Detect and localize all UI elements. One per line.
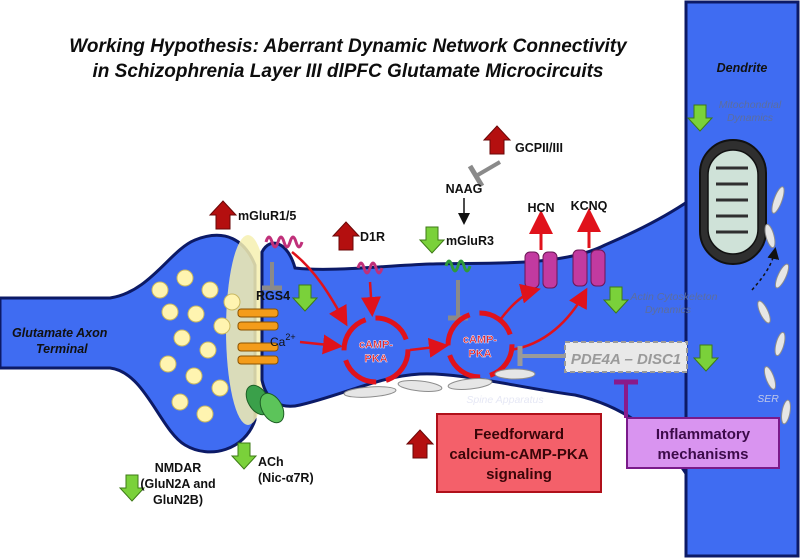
- kcnq-channel-icon: [572, 249, 606, 287]
- inflammatory-inhibition-bar-icon: [614, 379, 638, 418]
- actin-label-1: Actin Cytoskeleton: [630, 291, 718, 303]
- naag-label: NAAG: [446, 182, 483, 196]
- pde4a-disc1-label: PDE4A – DISC1: [571, 351, 681, 368]
- nmdar-label-3: GluN2B): [153, 493, 203, 507]
- ca2-superscript: 2+: [285, 332, 295, 342]
- feedforward-label-2: calcium-cAMP-PKA: [449, 446, 588, 463]
- mglur15-up-arrow-icon: [209, 200, 237, 230]
- camp-pka-cycle-1: cAMP- PKA: [341, 315, 411, 385]
- feedforward-label-1: Feedforward: [474, 426, 564, 443]
- nmdar-label-1: NMDAR: [155, 461, 202, 475]
- feedforward-box: [436, 413, 602, 493]
- hcn-label: HCN: [527, 201, 554, 215]
- gcpii-label: GCPII/III: [515, 141, 563, 155]
- rgs4-label: RGS4: [256, 289, 290, 303]
- kcnq-label: KCNQ: [571, 199, 608, 213]
- camp-pka-1-line2: PKA: [364, 353, 387, 365]
- spine-apparatus-icon: [343, 368, 536, 398]
- mglur3-down-arrow-icon: [419, 226, 445, 254]
- mitochondrion-icon: [699, 139, 767, 265]
- feedforward-up-arrow-icon: [406, 429, 434, 459]
- nmdar-receptor-icon: [237, 308, 279, 365]
- ach-label-1: ACh: [258, 455, 284, 469]
- mglur15-label: mGluR1/5: [238, 209, 296, 223]
- ser-fragments-icon: [757, 186, 791, 425]
- dendrite-junction: [688, 200, 694, 480]
- camp-pka-2-line1: cAMP-: [463, 334, 498, 346]
- actin-label-2: Dynamics: [645, 304, 692, 316]
- ser-label: SER: [757, 393, 779, 405]
- actin-to-mito-arrow: [751, 247, 780, 291]
- d1r-up-arrow-icon: [332, 221, 360, 251]
- camp-pka-2-line2: PKA: [468, 348, 491, 360]
- ca2-label: Ca2+: [270, 332, 296, 349]
- nmdar-label-2: (GluN2A and: [140, 477, 215, 491]
- mglur3-label: mGluR3: [446, 234, 494, 248]
- inflammatory-label-2: mechanisms: [658, 446, 749, 463]
- inflammatory-label-1: Inflammatory: [656, 426, 751, 443]
- rgs4-inhibition-bar-icon: [262, 262, 282, 291]
- inflammatory-box: [626, 417, 780, 469]
- axon-terminal-label-2: Terminal: [36, 342, 88, 356]
- ach-receptor-icon: [245, 384, 285, 424]
- title-line-1: Working Hypothesis: Aberrant Dynamic Net…: [69, 36, 628, 57]
- dendrite-label: Dendrite: [717, 61, 768, 75]
- gcpii-inhibition-bar-icon: [467, 160, 502, 188]
- gcpii-up-arrow-icon: [483, 125, 511, 155]
- ach-down-arrow-icon: [231, 442, 257, 470]
- hcn-channel-icon: [524, 251, 558, 289]
- feedforward-label-3: signaling: [486, 466, 552, 483]
- camp-pka-1-line1: cAMP-: [359, 339, 394, 351]
- pde4a-inhibition-bar-icon: [517, 346, 565, 366]
- spine-apparatus-label: Spine Apparatus: [466, 394, 544, 406]
- d1r-label: D1R: [360, 230, 385, 244]
- mglur3-receptor-icon: [444, 259, 472, 273]
- axon-terminal-label-1: Glutamate Axon: [12, 326, 108, 340]
- d1r-receptor-icon: [356, 261, 384, 275]
- vesicle-cluster: [151, 269, 241, 423]
- title-line-2: in Schizophrenia Layer III dlPFC Glutama…: [92, 61, 603, 82]
- mglur15-receptor-icon: [264, 235, 304, 249]
- mito-label-1: Mitochondrial: [719, 99, 782, 111]
- mito-label-2: Dynamics: [727, 112, 774, 124]
- ca2-text: Ca: [270, 335, 286, 349]
- ach-label-2: (Nic-α7R): [258, 471, 314, 485]
